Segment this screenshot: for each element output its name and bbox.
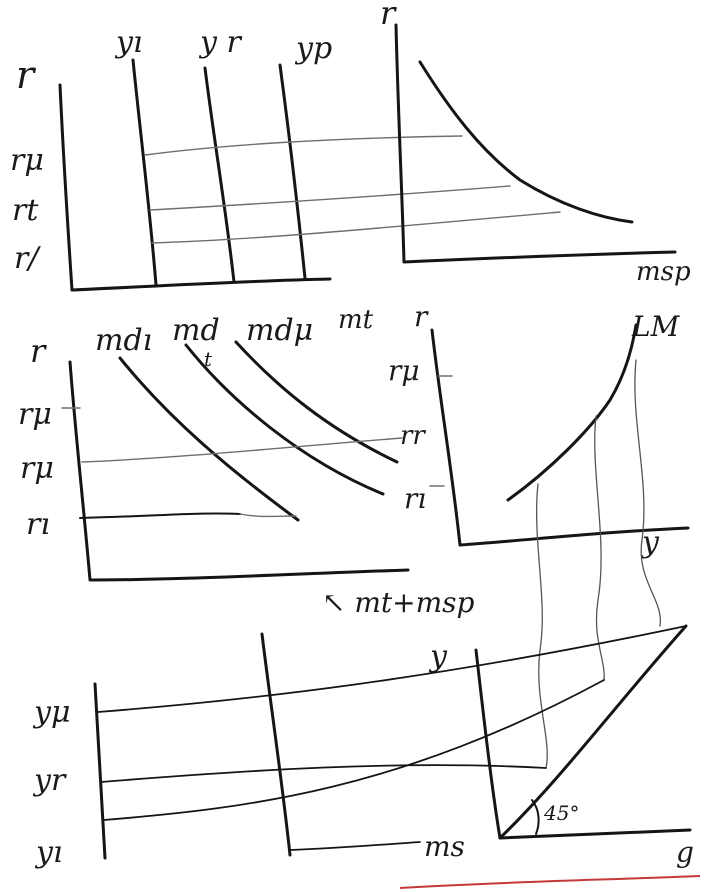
- lm-curve: [506, 323, 638, 502]
- middle-left-axes: [68, 360, 410, 582]
- curve-label-md1: mdı: [95, 323, 152, 358]
- tick-label-y1: yı: [34, 835, 63, 870]
- bottom-left-axis: [93, 682, 107, 860]
- tick-label-y-mu: yμ: [32, 695, 70, 730]
- bottom-right-axes: [474, 648, 692, 840]
- curve-md1: [118, 356, 300, 522]
- tick-label-r-mu-mid-2: rμ: [20, 451, 54, 486]
- axis-label-y-lm: y: [640, 525, 660, 560]
- panel-middle-right: r LM rμ rr rı y: [388, 300, 690, 560]
- panel-middle-left: r mdı md t mdμ rμ rμ rı ↖ mt+msp: [18, 313, 475, 619]
- angle-arc: [531, 799, 540, 835]
- panel-top-right: r msp: [380, 0, 691, 287]
- axis-label-g: g: [676, 836, 694, 869]
- top-right-axes: [394, 23, 677, 264]
- scan-edge-line: [399, 875, 701, 889]
- level-line-r-mu: [144, 135, 463, 156]
- axis-label-y-bottom-right: y: [428, 639, 448, 674]
- middle-right-axes: [430, 328, 690, 547]
- forty-five-degree-line: [498, 624, 688, 840]
- tick-label-r-mu-mid-1: rμ: [18, 397, 52, 432]
- tick-label-yr: yr: [32, 763, 67, 798]
- curve-label-lm: LM: [631, 310, 681, 343]
- origin-label-ms: ms: [424, 830, 465, 863]
- bottom-axis-to-ms: [289, 841, 421, 851]
- curve-yr: [203, 66, 236, 284]
- curve-label-mdt-subscript: t: [204, 347, 213, 371]
- axis-label-mt: mt: [338, 305, 374, 335]
- axis-label-r-mid: r: [30, 332, 47, 370]
- axis-label-msp: msp: [636, 257, 691, 287]
- curve-mdt: [184, 343, 385, 496]
- bottom-left-vertical-line: [260, 632, 292, 857]
- panel-bottom-right: y 45° ms g: [424, 624, 694, 869]
- curve-label-yp: yp: [294, 31, 332, 66]
- tick-label-r1-right: rı: [404, 482, 426, 515]
- level-line-r1-mid-tail: [239, 513, 297, 518]
- tick-label-rt: rt: [12, 193, 39, 228]
- angle-label-45: 45°: [543, 801, 579, 825]
- axis-label-mt-msp: ↖ mt+msp: [322, 586, 475, 619]
- level-line-r1: [151, 211, 561, 244]
- tick-label-r1-mid: rı: [26, 507, 50, 542]
- curve-yp: [278, 63, 307, 280]
- level-line-yr: [100, 764, 547, 783]
- curve-label-md-mu: mdμ: [246, 313, 313, 348]
- axis-label-r-lm: r: [414, 300, 429, 333]
- axis-label-r-top-right: r: [380, 0, 397, 32]
- level-line-r-mu-mid: [81, 437, 403, 463]
- top-left-axes: [58, 83, 332, 292]
- panel-top-left: r yı y r yp rμ rt r/ mt: [10, 25, 561, 335]
- projection-line-1: [535, 483, 548, 769]
- msp-demand-curve: [418, 60, 634, 224]
- curve-label-y1: yı: [114, 25, 143, 60]
- tick-label-r-mu-right: rμ: [388, 354, 420, 387]
- tick-label-r1: r/: [14, 241, 41, 276]
- projection-lines: [535, 359, 661, 769]
- level-line-r1-mid: [79, 512, 241, 519]
- tick-label-rr-right: rr: [400, 421, 426, 451]
- level-line-rt: [149, 185, 511, 211]
- level-line-y-mu: [97, 625, 687, 713]
- projection-line-2: [594, 415, 605, 681]
- curve-label-yr: y r: [198, 25, 242, 60]
- curve-md-mu: [234, 340, 399, 464]
- tick-label-r-mu: rμ: [10, 143, 44, 178]
- panel-bottom-left: yμ yr yı: [32, 625, 687, 870]
- projection-line-3: [634, 359, 661, 627]
- level-line-y1: [103, 679, 605, 821]
- axis-label-r: r: [16, 53, 37, 97]
- curve-y1: [131, 58, 158, 287]
- curve-label-mdt: md: [172, 313, 220, 348]
